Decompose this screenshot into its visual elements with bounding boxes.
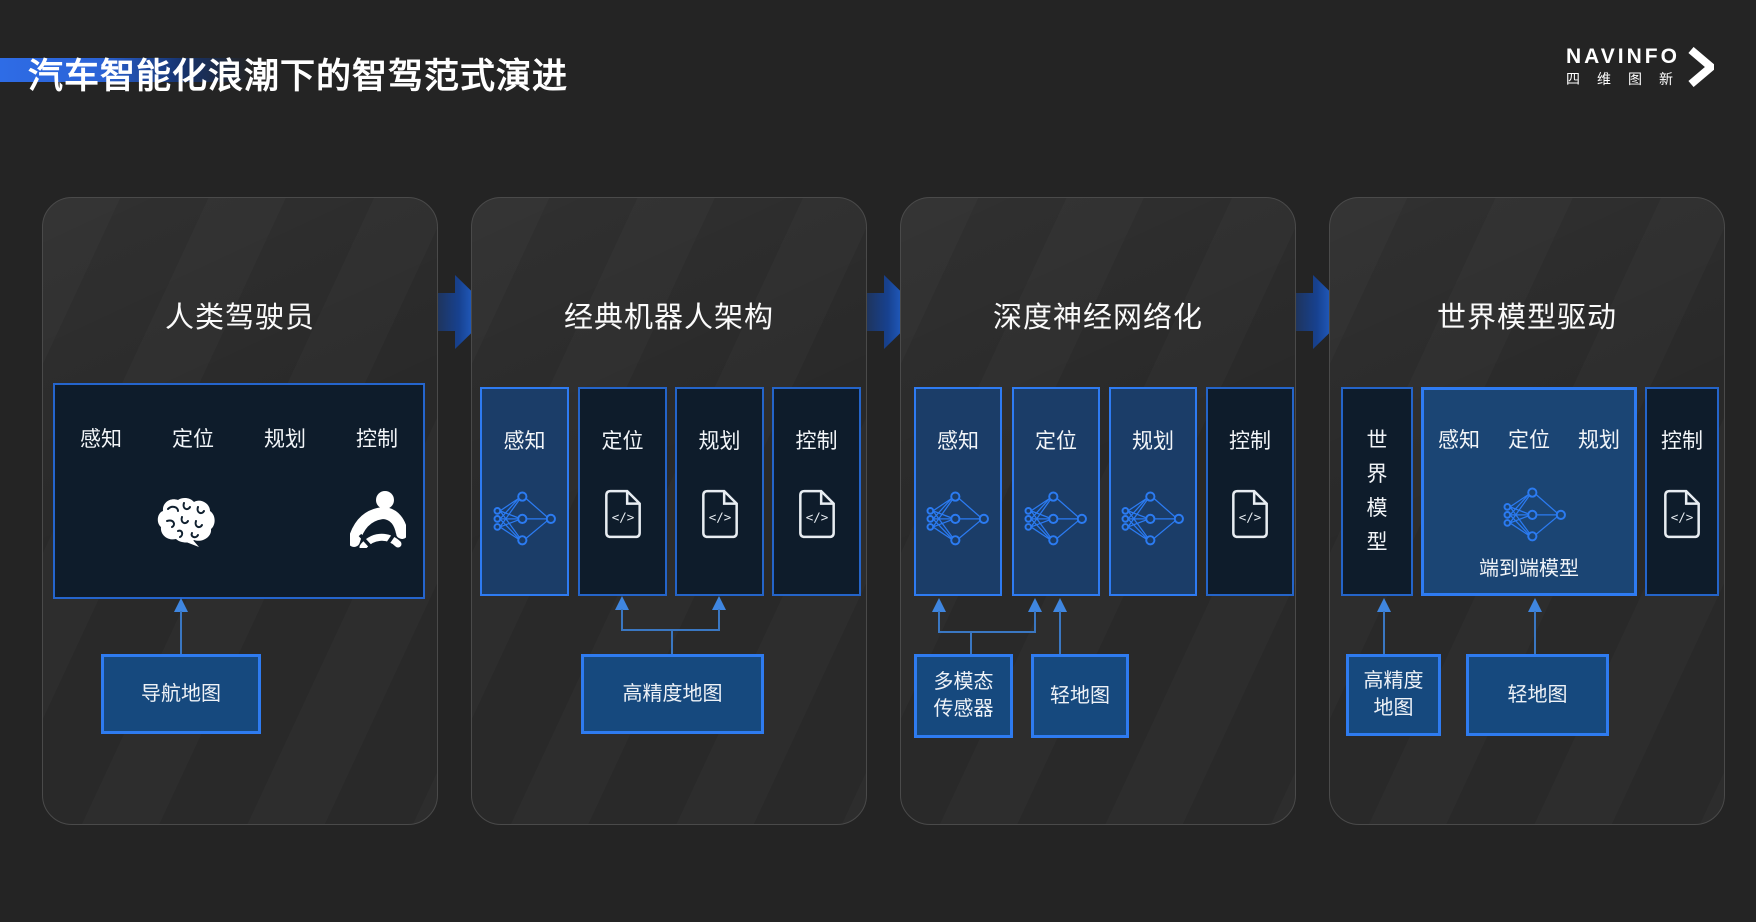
connector-line — [1534, 611, 1536, 654]
pipeline-label: 规划 — [264, 428, 306, 451]
connector-line — [718, 609, 720, 629]
end-to-end-label: 端到端模型 — [1479, 558, 1579, 580]
page-title: 汽车智能化浪潮下的智驾范式演进 — [28, 57, 569, 96]
neural-network-icon — [1023, 489, 1089, 547]
pipeline-column-localization: 定位 — [1012, 387, 1100, 596]
map-box-label: 地图 — [1373, 697, 1414, 719]
stage-title: 人类驾驶员 — [164, 302, 315, 334]
map-box-label: 传感器 — [933, 698, 994, 720]
column-label: 定位 — [1035, 430, 1077, 453]
map-box-hd: 高精度地图 — [581, 654, 764, 734]
pipeline-labels: 感知 定位 规划 控制 — [55, 423, 423, 453]
column-label: 控制 — [1229, 430, 1271, 453]
connector-arrowhead — [1028, 598, 1042, 612]
map-box-light: 轻地图 — [1466, 654, 1609, 736]
connector-line — [938, 631, 1036, 633]
pipeline-column-control: 控制 — [772, 387, 861, 596]
column-label: 控制 — [1661, 430, 1703, 453]
neural-network-icon — [925, 489, 991, 547]
pipeline-label: 控制 — [356, 428, 398, 451]
column-label: 感知 — [937, 430, 979, 453]
map-box-label: 高精度地图 — [622, 682, 723, 705]
column-label: 规划 — [698, 430, 741, 453]
column-label: 控制 — [795, 430, 838, 453]
title-accent-bar — [0, 58, 252, 82]
end-to-end-box: 感知 定位 规划 端到端模型 — [1421, 387, 1637, 596]
connector-line — [621, 609, 623, 629]
map-box-light: 轻地图 — [1031, 654, 1129, 738]
navinfo-logo: NAVINFO 四维图新 — [1566, 46, 1726, 87]
connector-line — [970, 631, 972, 654]
connector-line — [1034, 611, 1036, 631]
connector-line — [1059, 611, 1061, 654]
steering-driver-icon — [350, 490, 406, 548]
connector-line — [621, 629, 720, 631]
neural-network-icon — [492, 489, 558, 547]
code-doc-icon — [602, 489, 644, 539]
connector-arrowhead — [615, 596, 629, 610]
pipeline-box: 感知 定位 规划 控制 — [53, 383, 425, 599]
connector-arrowhead — [712, 596, 726, 610]
world-model-column: 世界模型 — [1341, 387, 1413, 596]
pipeline-column-planning: 规划 — [1109, 387, 1197, 596]
stage-title: 深度神经网络化 — [992, 302, 1203, 334]
logo-wordmark: NAVINFO — [1566, 45, 1680, 68]
logo-chevron-icon — [1688, 47, 1714, 87]
connector-line — [180, 611, 182, 654]
connector-line — [938, 611, 940, 631]
connector-arrowhead — [1053, 598, 1067, 612]
stage-title: 世界模型驱动 — [1436, 302, 1617, 334]
column-label: 规划 — [1578, 429, 1620, 452]
map-box-label: 轻地图 — [1050, 684, 1110, 707]
code-doc-icon — [1229, 489, 1271, 539]
logo-chinese: 四维图新 — [1566, 71, 1690, 87]
pipeline-column-control: 控制 — [1645, 387, 1719, 596]
neural-network-icon — [1120, 489, 1186, 547]
pipeline-column-perception: 感知 — [480, 387, 569, 596]
code-doc-icon — [699, 489, 741, 539]
column-label: 感知 — [503, 430, 546, 453]
map-box-label: 高精度 — [1363, 670, 1424, 692]
column-label: 定位 — [1508, 429, 1550, 452]
map-box-navigation: 导航地图 — [101, 654, 261, 734]
stage-panel-world-model: 世界模型驱动 世界模型 感知 定位 规划 端到端模型 控制 高精度 地图 轻地图 — [1329, 197, 1725, 825]
column-label: 感知 — [1438, 429, 1480, 452]
pipeline-label: 感知 — [80, 428, 122, 451]
pipeline-column-planning: 规划 — [675, 387, 764, 596]
map-box-label: 轻地图 — [1507, 683, 1568, 706]
code-doc-icon — [1661, 489, 1703, 539]
connector-arrowhead — [174, 598, 188, 612]
stage-title: 经典机器人架构 — [563, 302, 774, 334]
map-box-label: 多模态 — [933, 671, 994, 693]
map-box-multimodal-sensor: 多模态 传感器 — [914, 654, 1013, 738]
connector-line — [1383, 611, 1385, 654]
stage-panel-human-driver: 人类驾驶员 感知 定位 规划 控制 导航地图 — [42, 197, 438, 825]
brain-icon — [154, 495, 218, 549]
connector-arrowhead — [1377, 598, 1391, 612]
pipeline-column-control: 控制 — [1206, 387, 1294, 596]
stage-panel-classic-robotics: 经典机器人架构 感知 定位 规划 控制 高精度地图 — [471, 197, 867, 825]
pipeline-column-localization: 定位 — [578, 387, 667, 596]
connector-arrowhead — [1528, 598, 1542, 612]
column-label: 定位 — [601, 430, 644, 453]
connector-arrowhead — [932, 598, 946, 612]
map-box-hd: 高精度 地图 — [1346, 654, 1441, 736]
connector-line — [671, 629, 673, 654]
stage-panel-deep-neural: 深度神经网络化 感知 定位 规划 控制 多模态 传感器 轻地图 — [900, 197, 1296, 825]
pipeline-column-perception: 感知 — [914, 387, 1002, 596]
column-label: 规划 — [1132, 430, 1174, 453]
world-model-label: 世界模型 — [1366, 428, 1388, 554]
neural-network-icon — [1502, 485, 1568, 543]
pipeline-label: 定位 — [172, 428, 214, 451]
code-doc-icon — [796, 489, 838, 539]
map-box-label: 导航地图 — [141, 682, 221, 705]
e2e-labels: 感知 定位 规划 — [1424, 424, 1634, 454]
